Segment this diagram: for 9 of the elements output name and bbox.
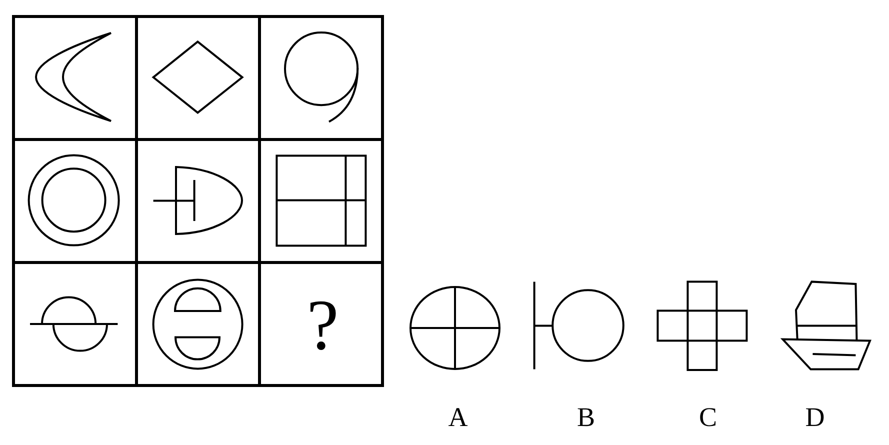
grid-cell	[258, 15, 384, 141]
option-label: A	[448, 407, 468, 429]
option-label: B	[577, 407, 595, 429]
grid-cell	[12, 261, 138, 387]
option-label: C	[699, 407, 717, 429]
option-label: D	[805, 407, 825, 429]
grid-cell	[12, 15, 138, 141]
grid-cell	[258, 261, 384, 387]
question-mark: ?	[306, 297, 339, 355]
